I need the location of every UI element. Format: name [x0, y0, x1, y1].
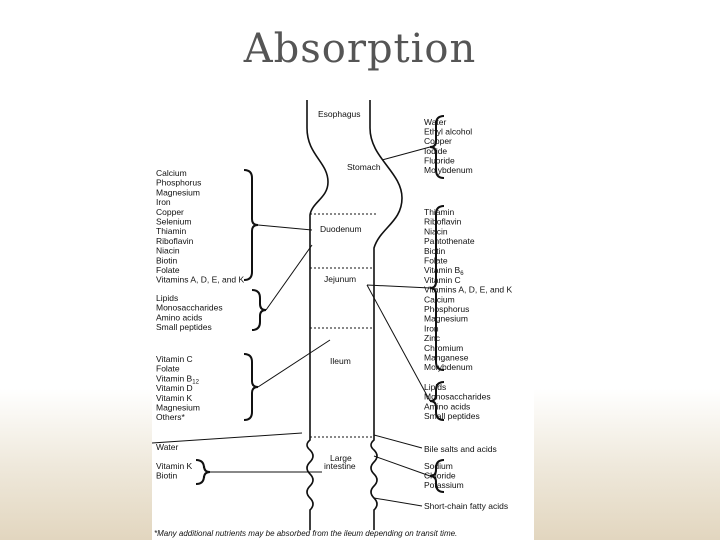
left-nutrient-label: Others*: [156, 412, 186, 422]
right-nutrient-label: Ethyl alcohol: [424, 127, 472, 137]
right-nutrient-label: Potassium: [424, 480, 464, 490]
left-nutrient-label: Lipids: [156, 293, 178, 303]
organ-large-intestine-2: intestine: [324, 461, 356, 471]
brace-large-intestine-left: [195, 459, 211, 485]
left-nutrient-label: Biotin: [156, 471, 178, 481]
left-nutrient-label: Amino acids: [156, 312, 202, 322]
pointer-line: [265, 244, 313, 311]
left-nutrient-label: Magnesium: [156, 187, 200, 197]
right-nutrient-label: Lipids: [424, 382, 446, 392]
pointer-line: [366, 284, 431, 402]
pointer-line: [373, 455, 431, 477]
right-nutrient-label: Iron: [424, 323, 439, 333]
right-nutrient-label: Vitamin C: [424, 275, 461, 285]
right-nutrient-label: Sodium: [424, 461, 453, 471]
left-nutrient-label: Magnesium: [156, 403, 200, 413]
right-nutrient-label: Chromium: [424, 343, 463, 353]
pointer-line: [257, 224, 313, 231]
right-nutrient-label: Copper: [424, 136, 452, 146]
left-nutrient-label: Folate: [156, 265, 180, 275]
left-nutrient-label: Vitamin K: [156, 461, 193, 471]
right-nutrient-label: Amino acids: [424, 401, 470, 411]
right-nutrient-label: Vitamins A, D, E, and K: [424, 285, 513, 295]
right-nutrient-label: Riboflavin: [424, 217, 462, 227]
left-nutrient-label: Niacin: [156, 246, 180, 256]
right-nutrient-label: Thiamin: [424, 207, 455, 217]
left-nutrient-label: Riboflavin: [156, 236, 194, 246]
pointer-line: [381, 146, 431, 161]
right-nutrient-label: Fluoride: [424, 155, 455, 165]
right-nutrient-label: Molybdenum: [424, 362, 473, 372]
right-nutrient-label: Small peptides: [424, 411, 480, 421]
left-nutrient-label: Thiamin: [156, 226, 187, 236]
footnote: *Many additional nutrients may be absorb…: [154, 529, 457, 538]
organ-jejunum: Jejunum: [324, 274, 356, 284]
brace-duodenum-macros: [251, 289, 267, 331]
tract-left-wall: [306, 100, 329, 530]
tract-right-wall: [369, 100, 403, 530]
brace-ileum: [243, 353, 259, 421]
left-nutrient-label: Biotin: [156, 255, 178, 265]
pointer-line: [373, 434, 423, 449]
left-nutrient-label: Calcium: [156, 168, 187, 178]
left-nutrient-label: Water: [156, 442, 179, 452]
left-nutrient-label: Vitamin D: [156, 383, 193, 393]
right-nutrient-label: Zinc: [424, 333, 441, 343]
organ-ileum: Ileum: [330, 356, 351, 366]
pointer-line: [152, 432, 303, 444]
left-nutrient-label: Iron: [156, 197, 171, 207]
right-nutrient-label: Vitamin B6: [424, 265, 464, 277]
left-nutrient-label: Vitamin B12: [156, 373, 200, 385]
right-nutrient-label: Pantothenate: [424, 236, 475, 246]
gi-tract-outline: [306, 100, 403, 530]
right-nutrient-label: Monosaccharides: [424, 392, 491, 402]
right-nutrient-label: Magnesium: [424, 314, 468, 324]
right-nutrient-label: Chloride: [424, 471, 456, 481]
diagram-pointer-lines: [152, 146, 431, 507]
right-nutrient-label: Molybdenum: [424, 165, 473, 175]
left-nutrient-label: Selenium: [156, 217, 191, 227]
left-nutrient-label: Monosaccharides: [156, 303, 223, 313]
right-nutrient-label: Short-chain fatty acids: [424, 501, 508, 511]
left-nutrient-label: Vitamins A, D, E, and K: [156, 275, 245, 285]
right-nutrient-label: Calcium: [424, 294, 455, 304]
organ-stomach: Stomach: [347, 162, 381, 172]
diagram-svg: EsophagusStomachDuodenumJejunumIleumLarg…: [152, 100, 513, 538]
left-nutrient-label: Vitamin C: [156, 354, 193, 364]
right-nutrient-label: Bile salts and acids: [424, 444, 497, 454]
right-nutrient-label: Manganese: [424, 353, 469, 363]
organ-duodenum: Duodenum: [320, 224, 362, 234]
organ-large-intestine: Large: [330, 453, 352, 463]
diagram-braces: [195, 115, 445, 493]
left-nutrient-label: Small peptides: [156, 322, 212, 332]
right-nutrient-label: Phosphorus: [424, 304, 469, 314]
pointer-line: [366, 284, 431, 289]
slide-title: Absorption: [243, 26, 477, 72]
left-nutrient-label: Phosphorus: [156, 178, 201, 188]
right-nutrient-label: Biotin: [424, 246, 446, 256]
organ-esophagus: Esophagus: [318, 109, 361, 119]
pointer-line: [257, 339, 331, 388]
brace-duodenum-minerals: [243, 169, 259, 281]
left-nutrient-label: Folate: [156, 364, 180, 374]
diagram-labels: EsophagusStomachDuodenumJejunumIleumLarg…: [154, 109, 513, 538]
pointer-line: [373, 497, 423, 507]
left-nutrient-label: Copper: [156, 207, 184, 217]
left-nutrient-label: Vitamin K: [156, 393, 193, 403]
